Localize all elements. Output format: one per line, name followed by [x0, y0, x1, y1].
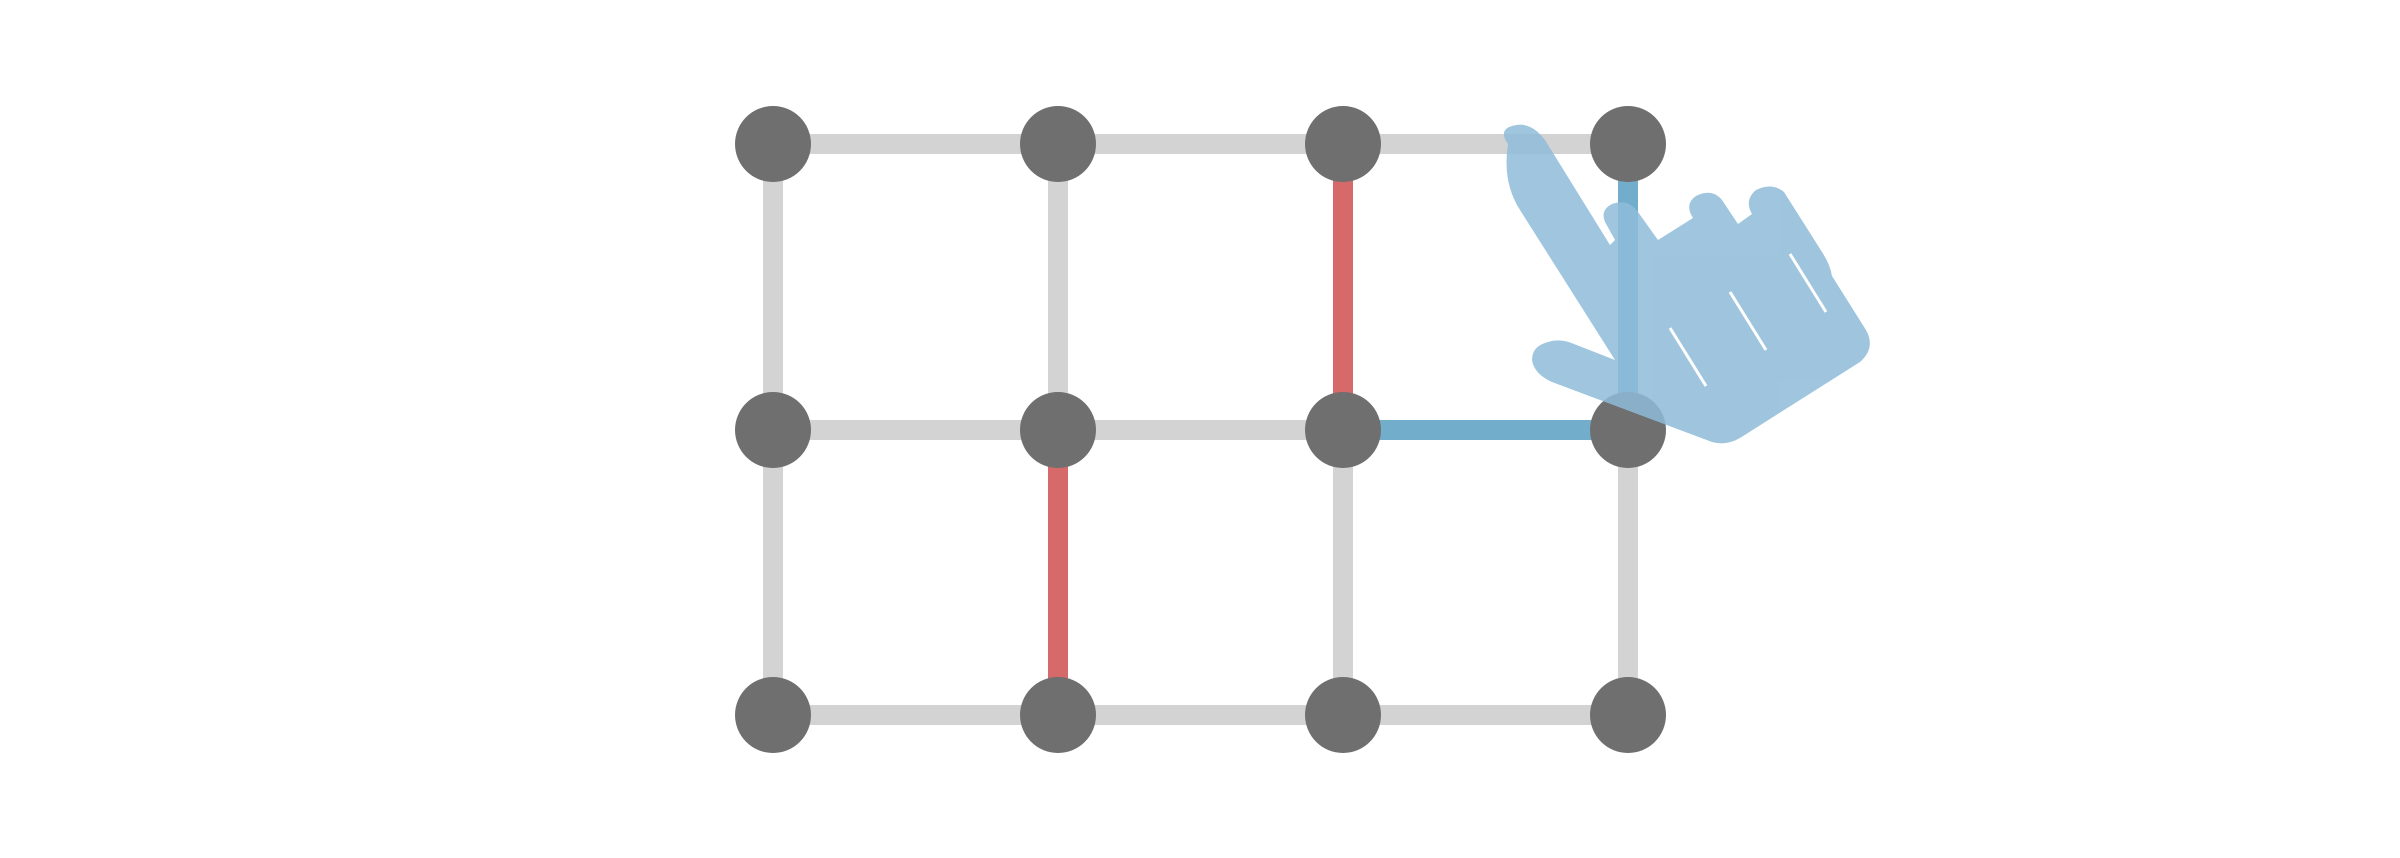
- grid-node-r1c2[interactable]: [1305, 392, 1381, 468]
- grid-node-r2c3[interactable]: [1590, 677, 1666, 753]
- grid-node-r2c0[interactable]: [735, 677, 811, 753]
- grid-node-r2c1[interactable]: [1020, 677, 1096, 753]
- nodes-layer: [735, 106, 1666, 753]
- grid-node-r1c1[interactable]: [1020, 392, 1096, 468]
- edges-layer: [763, 134, 1638, 725]
- grid-node-r1c0[interactable]: [735, 392, 811, 468]
- grid-node-r0c3[interactable]: [1590, 106, 1666, 182]
- grid-node-r2c2[interactable]: [1305, 677, 1381, 753]
- grid-node-r0c2[interactable]: [1305, 106, 1381, 182]
- grid-node-r0c0[interactable]: [735, 106, 811, 182]
- grid-node-r0c1[interactable]: [1020, 106, 1096, 182]
- pointing-hand-icon: [1503, 124, 1870, 444]
